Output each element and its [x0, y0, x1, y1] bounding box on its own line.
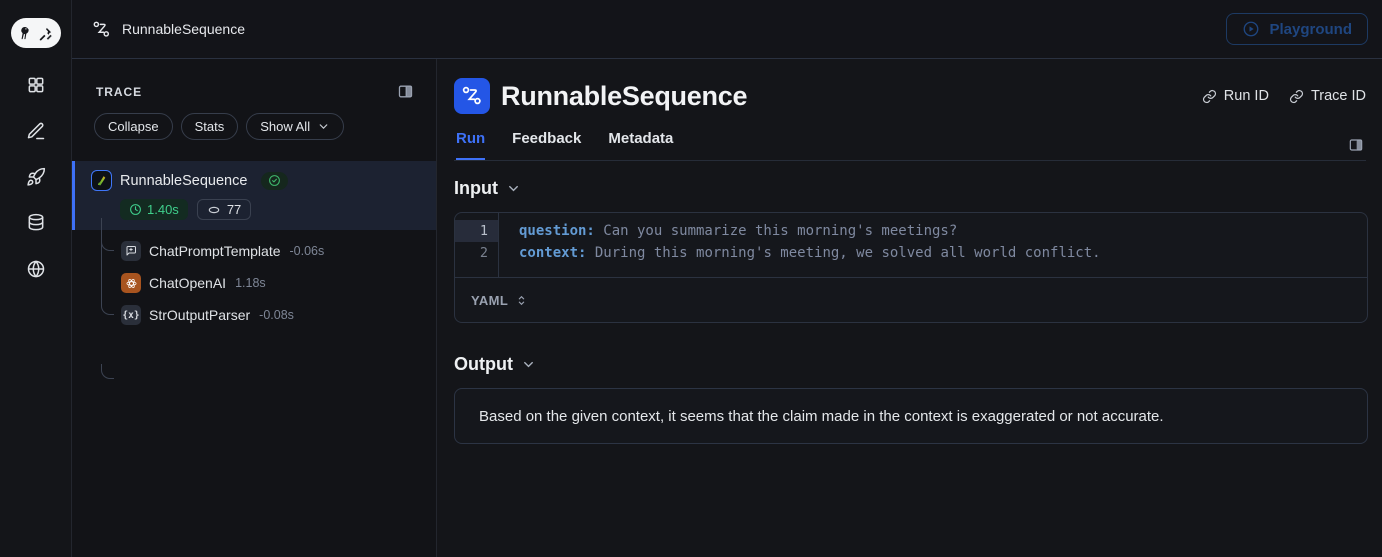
input-heading: Input	[454, 178, 498, 198]
output-heading: Output	[454, 354, 513, 374]
chevron-down-icon	[524, 361, 533, 368]
code-line-1: question: Can you summarize this morning…	[519, 223, 958, 239]
link-icon	[1289, 89, 1303, 103]
run-detail-panel: RunnableSequence Run ID	[437, 59, 1382, 557]
run-latency: -0.06s	[289, 244, 325, 258]
tree-connector-elbow	[101, 236, 114, 251]
tree-connector-trunk	[101, 218, 102, 306]
input-code-card: 1 2 question: Can you summarize this mor…	[454, 212, 1368, 323]
tree-row-runnable-sequence[interactable]: RunnableSequence 1.40s	[72, 161, 436, 230]
trace-panel-title: TRACE	[96, 84, 143, 99]
annotate-pencil-icon[interactable]	[25, 120, 47, 142]
format-selector[interactable]: YAML	[455, 277, 1367, 322]
deployments-rocket-icon[interactable]	[25, 166, 47, 188]
code-line-2: context: During this morning's meeting, …	[519, 245, 1101, 261]
collapse-button[interactable]: Collapse	[94, 113, 173, 140]
trace-id-link[interactable]: Trace ID	[1289, 88, 1366, 104]
top-bar: RunnableSequence Playground	[72, 0, 1382, 59]
input-section-header[interactable]: Input	[454, 178, 1368, 199]
link-icon	[1202, 89, 1216, 103]
openai-icon	[121, 273, 141, 293]
token-disc-icon	[208, 206, 220, 213]
run-latency: 1.18s	[235, 276, 266, 290]
braces-icon: {x}	[121, 305, 141, 325]
latency-badge: 1.40s	[120, 199, 188, 220]
collapse-detail-panel-icon[interactable]	[1348, 137, 1364, 153]
tree-row-str-output-parser[interactable]: {x} StrOutputParser -0.08s	[72, 299, 436, 379]
collapse-panel-icon[interactable]	[397, 83, 414, 100]
projects-grid-icon[interactable]	[25, 74, 47, 96]
tab-feedback[interactable]: Feedback	[512, 130, 582, 147]
sequence-route-icon	[93, 21, 110, 37]
stats-button[interactable]: Stats	[180, 113, 239, 140]
output-text: Based on the given context, it seems tha…	[479, 407, 1164, 425]
show-all-dropdown[interactable]: Show All	[246, 113, 345, 140]
langsmith-logo[interactable]	[10, 18, 61, 48]
circle-check-icon	[269, 175, 281, 186]
token-count-badge: 77	[196, 199, 252, 220]
line-number-gutter: 1 2	[455, 213, 499, 277]
tab-run[interactable]: Run	[456, 130, 486, 160]
tab-metadata[interactable]: Metadata	[608, 130, 674, 147]
format-label: YAML	[471, 292, 509, 308]
playground-button[interactable]: Playground	[1226, 13, 1368, 45]
root-run-name: RunnableSequence	[120, 172, 248, 189]
sequence-route-icon-badge	[454, 78, 490, 114]
tree-connector-elbow	[101, 364, 114, 379]
datasets-database-icon[interactable]	[25, 212, 47, 234]
clock-icon	[130, 204, 141, 215]
tree-row-chat-openai[interactable]: ChatOpenAI 1.18s	[72, 267, 436, 315]
page-title: RunnableSequence	[501, 80, 748, 111]
parrot-icon	[21, 26, 29, 39]
run-id-link[interactable]: Run ID	[1202, 88, 1269, 104]
hub-globe-icon[interactable]	[25, 258, 47, 280]
output-text-card: Based on the given context, it seems tha…	[454, 388, 1368, 444]
message-square-plus-icon	[121, 241, 141, 261]
trace-sidebar: TRACE Collapse Stats Show All	[72, 59, 437, 557]
app-rail	[0, 0, 72, 557]
chevron-down-icon	[509, 185, 518, 192]
chevrons-up-down-icon	[518, 295, 525, 305]
chevron-down-icon	[319, 124, 328, 129]
play-circle-icon	[1244, 21, 1259, 37]
run-tabs: Run Feedback Metadata	[454, 130, 1366, 161]
yaml-code-editor[interactable]: 1 2 question: Can you summarize this mor…	[455, 213, 1367, 277]
run-latency: -0.08s	[259, 308, 294, 322]
line-number: 2	[479, 245, 488, 261]
output-section-header[interactable]: Output	[454, 354, 1368, 375]
parrot-feather-icon	[91, 170, 112, 191]
trace-tree: RunnableSequence 1.40s	[72, 161, 436, 379]
tree-connector-elbow	[101, 300, 114, 315]
hammer-wrench-icon	[39, 27, 52, 40]
tree-row-chat-prompt-template[interactable]: ChatPromptTemplate -0.06s	[72, 235, 436, 267]
success-status-badge	[261, 171, 289, 190]
breadcrumb-trace-name: RunnableSequence	[122, 21, 245, 37]
line-number: 1	[455, 220, 498, 242]
